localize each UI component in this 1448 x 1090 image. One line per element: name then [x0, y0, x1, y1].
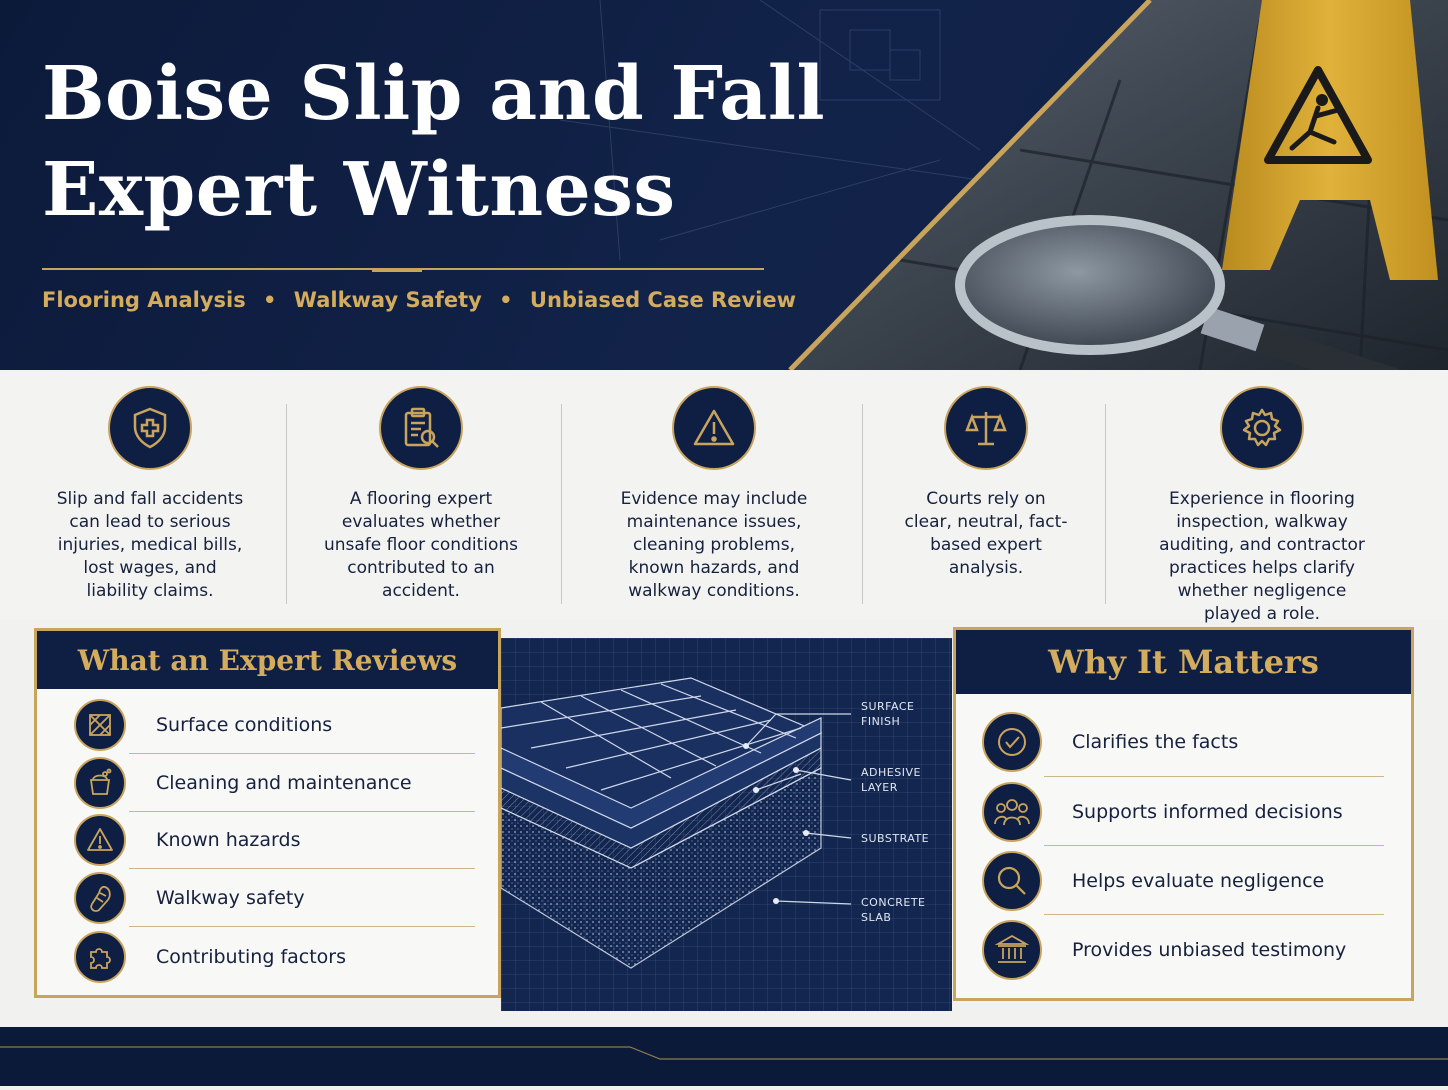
courthouse-icon: [982, 920, 1042, 980]
blueprint-background: [560, 0, 980, 260]
reviews-panel: What an Expert Reviews Surface condition…: [34, 628, 501, 998]
label-line: LAYER: [861, 781, 898, 794]
list-item: Contributing factors: [74, 931, 346, 983]
people-group-icon: [982, 782, 1042, 842]
tagline-separator: •: [499, 288, 513, 312]
feature-text: A flooring expert evaluates whether unsa…: [323, 489, 519, 601]
feature-text: Experience in flooring inspection, walkw…: [1159, 489, 1365, 624]
tagline-item: Unbiased Case Review: [529, 288, 796, 312]
scales-icon: [944, 386, 1028, 470]
matters-panel: Why It Matters Clarifies the facts Suppo…: [953, 627, 1414, 1001]
title-line-2: Expert Witness: [42, 147, 676, 233]
label-line: ADHESIVE: [861, 766, 921, 779]
diagram-label: SURFACE FINISH: [861, 699, 914, 729]
list-item-label: Supports informed decisions: [1072, 801, 1343, 823]
footer-bar: [0, 1027, 1448, 1086]
layer-cross-section: [501, 677, 852, 969]
list-item: Clarifies the facts: [982, 712, 1238, 772]
feature-item: A flooring expert evaluates whether unsa…: [322, 386, 520, 603]
diagram-label: CONCRETE SLAB: [861, 895, 926, 925]
divider: [129, 926, 475, 927]
tagline-item: Walkway Safety: [293, 288, 482, 312]
shoe-sole-icon: [74, 872, 126, 924]
title-line-1: Boise Slip and Fall: [42, 51, 826, 137]
feature-text: Slip and fall accidents can lead to seri…: [56, 489, 244, 601]
checkmark-circle-icon: [982, 712, 1042, 772]
magnifier-icon: [982, 851, 1042, 911]
feature-item: Evidence may include maintenance issues,…: [610, 386, 818, 603]
cleaning-bucket-icon: [74, 757, 126, 809]
list-item: Known hazards: [74, 814, 301, 866]
label-line: SUBSTRATE: [861, 832, 930, 845]
clipboard-search-icon: [379, 386, 463, 470]
page-title: Boise Slip and Fall Expert Witness: [42, 46, 825, 238]
divider: [1044, 914, 1384, 915]
list-item-label: Cleaning and maintenance: [156, 772, 412, 794]
divider: [561, 404, 562, 604]
list-item-label: Clarifies the facts: [1072, 731, 1239, 753]
feature-item: Courts rely on clear, neutral, fact-base…: [900, 386, 1072, 580]
list-item-label: Helps evaluate negligence: [1072, 870, 1325, 892]
divider: [286, 404, 287, 604]
divider: [129, 753, 475, 754]
matters-heading: Why It Matters: [1048, 643, 1319, 681]
list-item-label: Walkway safety: [156, 887, 305, 909]
diagram-label: SUBSTRATE: [861, 831, 929, 846]
shield-cross-icon: [108, 386, 192, 470]
list-item-label: Contributing factors: [156, 946, 347, 968]
footer-accent-line: [0, 1046, 1448, 1060]
divider: [1044, 845, 1384, 846]
divider: [1044, 776, 1384, 777]
feature-row: Slip and fall accidents can lead to seri…: [0, 370, 1448, 624]
reviews-heading: What an Expert Reviews: [77, 643, 458, 677]
list-item: Provides unbiased testimony: [982, 920, 1346, 980]
reviews-panel-header: What an Expert Reviews: [37, 631, 498, 689]
flooring-layers-diagram: SURFACE FINISH ADHESIVE LAYER SUBSTRATE …: [501, 638, 952, 1011]
list-item: Supports informed decisions: [982, 782, 1343, 842]
label-line: FINISH: [861, 715, 901, 728]
warning-triangle-icon: [74, 814, 126, 866]
list-item: Walkway safety: [74, 872, 305, 924]
divider: [129, 868, 475, 869]
feature-text: Courts rely on clear, neutral, fact-base…: [904, 489, 1068, 578]
gear-icon: [1220, 386, 1304, 470]
puzzle-piece-icon: [74, 931, 126, 983]
divider: [1105, 404, 1106, 604]
surface-texture-icon: [74, 699, 126, 751]
list-item: Surface conditions: [74, 699, 332, 751]
divider: [129, 811, 475, 812]
title-divider-accent: [372, 268, 422, 272]
feature-item: Slip and fall accidents can lead to seri…: [50, 386, 250, 603]
tagline-item: Flooring Analysis: [42, 288, 246, 312]
feature-item: Experience in flooring inspection, walkw…: [1150, 386, 1374, 626]
hero-photo: [788, 0, 1448, 370]
list-item: Helps evaluate negligence: [982, 851, 1324, 911]
matters-panel-header: Why It Matters: [956, 630, 1411, 694]
list-item-label: Provides unbiased testimony: [1072, 939, 1347, 961]
feature-text: Evidence may include maintenance issues,…: [620, 489, 808, 601]
list-item: Cleaning and maintenance: [74, 757, 412, 809]
list-item-label: Surface conditions: [156, 714, 333, 736]
hero-banner: Boise Slip and Fall Expert Witness Floor…: [0, 0, 1448, 370]
warning-triangle-icon: [672, 386, 756, 470]
divider: [862, 404, 863, 604]
tagline: Flooring Analysis • Walkway Safety • Unb…: [42, 288, 796, 312]
diagram-label: ADHESIVE LAYER: [861, 765, 921, 795]
label-line: SURFACE: [861, 700, 915, 713]
label-line: CONCRETE: [861, 896, 926, 909]
tagline-separator: •: [263, 288, 277, 312]
list-item-label: Known hazards: [156, 829, 301, 851]
label-line: SLAB: [861, 911, 892, 924]
